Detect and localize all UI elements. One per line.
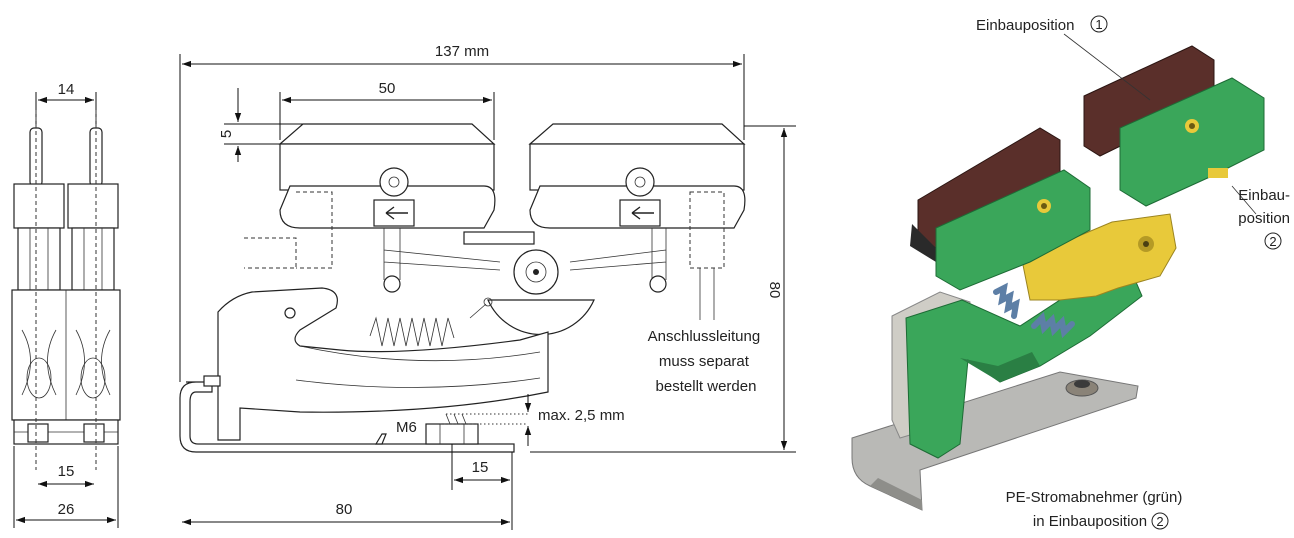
pos2-label-line-2: position xyxy=(1238,210,1290,227)
dim-80-horizontal: 80 xyxy=(336,501,353,518)
pos1-number-circle xyxy=(1090,15,1108,33)
render-spring-right xyxy=(1031,311,1075,339)
pos1-label: Einbauposition xyxy=(976,17,1074,34)
dim-5: 5 xyxy=(218,130,235,138)
side-view-body xyxy=(11,110,121,470)
pos1-number: 1 xyxy=(1095,17,1102,32)
collector-shoe-right xyxy=(528,123,746,229)
dim-14: 14 xyxy=(58,81,75,98)
max-clearance-label: max. 2,5 mm xyxy=(538,407,625,424)
caption-number: 2 xyxy=(1156,514,1163,529)
dim-15-front: 15 xyxy=(472,459,489,476)
product-render: Einbauposition 1 Einbau- position 2 PE-S… xyxy=(851,15,1290,530)
cable-note-line-1: Anschlussleitung xyxy=(648,328,761,345)
cable-note-line-3: bestellt werden xyxy=(656,378,757,395)
dim-137mm: 137 mm xyxy=(435,43,489,60)
render-spring-left xyxy=(993,282,1020,319)
pos2-label-line-1: Einbau- xyxy=(1238,187,1290,204)
side-view: 14 xyxy=(11,81,121,528)
render-steel-base xyxy=(851,371,1139,511)
dim-26: 26 xyxy=(58,501,75,518)
dim-15-side: 15 xyxy=(58,463,75,480)
cable-note: Anschlussleitung muss separat bestellt w… xyxy=(648,328,765,395)
render-green-holder-left xyxy=(935,169,1091,291)
dim-80-vertical: 80 xyxy=(766,282,783,299)
dim-50: 50 xyxy=(379,80,396,97)
caption-line-1: PE-Stromabnehmer (grün) xyxy=(1006,489,1183,506)
front-view: 137 mm 50 5 80 xyxy=(179,43,796,530)
caption-line-2: in Einbauposition xyxy=(1033,513,1147,530)
collector-shoe-left xyxy=(278,123,496,229)
pos2-number-circle xyxy=(1264,232,1282,250)
thread-m6-label: M6 xyxy=(396,419,417,436)
pos2-number: 2 xyxy=(1269,234,1276,249)
cable-note-line-2: muss separat xyxy=(659,353,750,370)
render-green-holder-right xyxy=(1119,77,1265,207)
render-yellow-linkage xyxy=(1021,213,1177,301)
caption-number-circle xyxy=(1151,512,1169,530)
